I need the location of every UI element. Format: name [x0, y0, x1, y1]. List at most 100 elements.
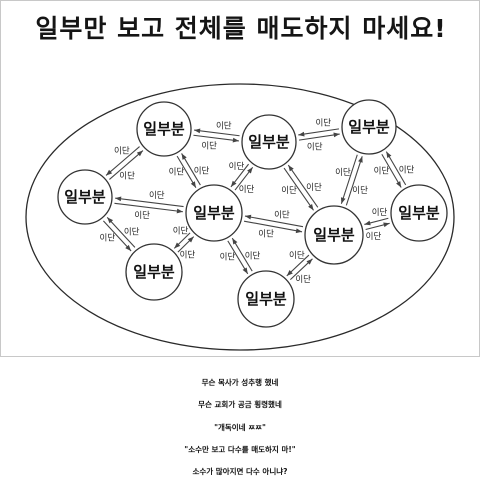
node-label: 일부분 [313, 226, 355, 244]
node-label: 일부분 [245, 290, 287, 308]
edge-label: 이단 [352, 185, 368, 196]
edge-arrow-line [244, 215, 304, 228]
caption-line-4: "소수만 보고 다수를 매도하지 마!" [184, 444, 296, 454]
caption-line-2: 무슨 교회가 공금 횡령했네 [198, 400, 282, 410]
edge-arrow-head [306, 258, 313, 265]
node-n1: 일부분 [136, 101, 192, 157]
node-n8: 일부분 [125, 243, 183, 301]
caption-line-3: "개독이네 ㅉㅉ" [214, 422, 266, 432]
caption-text: 무슨 목사가 성추행 했네 무슨 교회가 공금 횡령했네 "개독이네 ㅉㅉ" "… [0, 372, 480, 483]
caption-line-1: 무슨 목사가 성추행 했네 [201, 378, 279, 387]
edge-arrow-line [181, 153, 201, 186]
edge-label: 이단 [399, 165, 415, 176]
edge-arrow-head [386, 151, 392, 159]
edge-arrows: 이단 이단 [220, 237, 261, 275]
edge-arrow-head [106, 169, 113, 176]
edge-arrow-line [345, 156, 363, 206]
node-n3: 일부분 [341, 99, 397, 155]
edge-label: 이단 [335, 167, 351, 178]
edge-label: 이단 [201, 141, 217, 152]
edge-arrow-head [232, 238, 238, 245]
edge-arrow-line [340, 154, 358, 204]
outer-ellipse [25, 83, 455, 351]
edge-arrow-head [125, 244, 132, 251]
node-label: 일부분 [193, 204, 235, 222]
edge-arrow-line [243, 220, 303, 233]
node-label: 일부분 [398, 204, 440, 222]
edge-arrow-head [174, 242, 181, 249]
edge-arrow-head [333, 132, 340, 138]
edge-label: 이단 [114, 146, 130, 157]
edge-label: 이단 [216, 120, 232, 131]
node-label: 일부분 [143, 120, 185, 138]
edge-arrow-head [187, 236, 194, 243]
edge-arrow-line [106, 216, 136, 248]
node-circle [341, 99, 397, 155]
edge-arrow-head [295, 228, 303, 234]
edge-arrows: 이단 이단 [374, 151, 415, 188]
edge-arrow-head [286, 270, 293, 276]
edge-label: 이단 [306, 182, 322, 193]
edge-label: 이단 [274, 209, 290, 220]
node-n6: 일부분 [304, 205, 364, 265]
edge-arrow-line [385, 151, 407, 186]
node-n2: 일부분 [241, 114, 297, 170]
edge-arrow-line [287, 164, 319, 208]
node-circle [57, 169, 113, 225]
edge-arrow-head [115, 196, 122, 202]
edge-label: 이단 [173, 225, 189, 236]
edge-label: 이단 [169, 166, 185, 177]
edge-arrow-head [107, 217, 114, 224]
edge-arrow-line [115, 197, 184, 208]
node-label: 일부분 [248, 133, 290, 151]
edge-arrow-head [396, 181, 402, 188]
edge-arrow-line [176, 155, 197, 188]
node-n9: 일부분 [237, 270, 295, 328]
node-n5: 일부분 [185, 184, 243, 242]
edge-arrow-line [102, 220, 132, 252]
node-n7: 일부분 [390, 184, 448, 242]
edge-arrow-line [105, 146, 140, 176]
edge-arrow-line [298, 128, 340, 136]
edge-label: 이단 [374, 165, 390, 176]
edge-label: 이단 [124, 226, 140, 237]
edge-arrow-head [181, 153, 187, 160]
edge-arrow-head [358, 156, 363, 163]
edge-arrow-head [136, 150, 143, 157]
node-circle [241, 114, 297, 170]
edge-arrow-head [232, 137, 239, 143]
edge-label: 이단 [258, 229, 274, 240]
edge-arrow-head [383, 222, 390, 228]
edge-label: 이단 [220, 252, 236, 263]
edge-label: 이단 [119, 170, 135, 181]
edge-label: 이단 [100, 233, 116, 244]
edge-arrow-line [109, 150, 144, 180]
edge-arrow-head [194, 128, 201, 134]
node-circle [136, 101, 192, 157]
edge-label: 이단 [372, 207, 388, 218]
edge-label: 이단 [180, 250, 196, 261]
edge-arrow-head [308, 203, 314, 211]
edge-label: 이단 [149, 190, 165, 201]
node-circle [185, 184, 243, 242]
edge-arrow-head [190, 181, 196, 188]
edge-arrow-head [298, 131, 305, 137]
edge-arrow-head [364, 220, 371, 226]
edge-label: 이단 [245, 250, 261, 261]
node-n4: 일부분 [57, 169, 113, 225]
edge-arrow-line [283, 167, 314, 211]
